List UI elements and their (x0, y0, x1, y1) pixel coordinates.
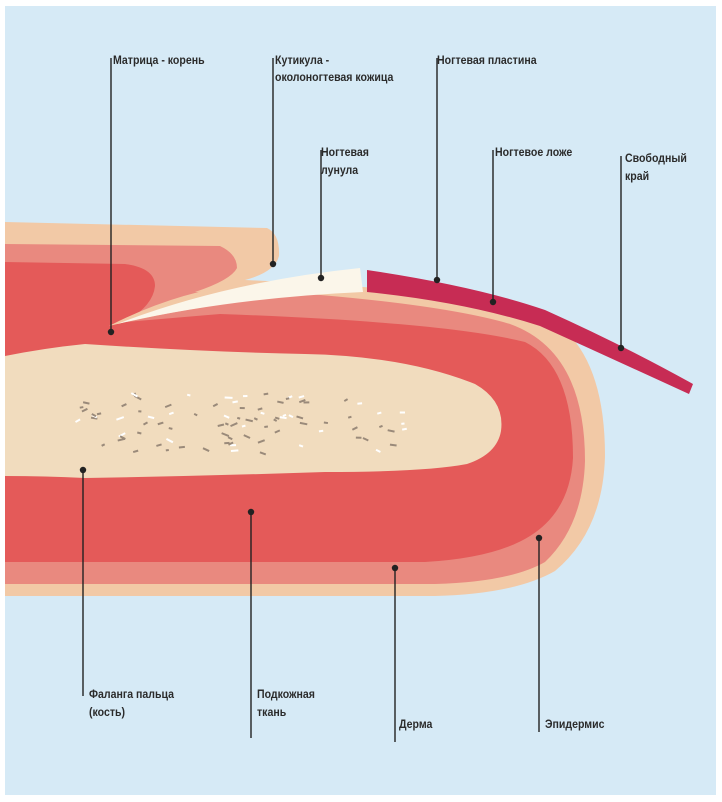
bone-texture-mark (240, 407, 245, 409)
label-free-edge-line2: край (625, 168, 649, 184)
nail-anatomy-diagram (5, 6, 716, 795)
label-phalanx-line1: Фаланга пальца (89, 686, 174, 702)
bone-texture-mark (225, 397, 233, 399)
label-nail-bed: Ногтевое ложе (495, 144, 572, 160)
diagram-frame: Матрица - корень Кутикула - околоногтева… (5, 6, 716, 795)
leader-epidermis-dot (536, 535, 542, 541)
label-subcutaneous-line1: Подкожная (257, 686, 315, 702)
leader-nail-bed-dot (490, 299, 496, 305)
label-phalanx-line2: (кость) (89, 704, 125, 720)
bone-texture-mark (401, 423, 404, 425)
label-subcutaneous-line2: ткань (257, 704, 286, 720)
label-free-edge-line1: Свободный (625, 150, 687, 166)
label-lunula-line2: лунула (321, 162, 358, 178)
bone-texture-mark (356, 437, 362, 439)
leader-subcutaneous-dot (248, 509, 254, 515)
label-matrix: Матрица - корень (113, 52, 205, 68)
label-dermis: Дерма (399, 716, 432, 732)
leader-phalanx-dot (80, 467, 86, 473)
bone-texture-mark (357, 402, 362, 404)
label-nail-plate: Ногтевая пластина (437, 52, 537, 68)
leader-cuticle-dot (270, 261, 276, 267)
leader-matrix-dot (108, 329, 114, 335)
label-cuticle-line2: околоногтевая кожица (275, 69, 393, 85)
label-epidermis: Эпидермис (545, 716, 604, 732)
leader-free-edge-dot (618, 345, 624, 351)
leader-nail-plate-dot (434, 277, 440, 283)
leader-dermis-dot (392, 565, 398, 571)
bone-texture-mark (243, 395, 247, 397)
label-lunula-line1: Ногтевая (321, 144, 369, 160)
bone-texture-mark (304, 401, 310, 403)
bone-texture-mark (138, 410, 141, 412)
bone-texture-mark (166, 449, 169, 451)
bone-texture-mark (400, 412, 405, 414)
leader-lunula-dot (318, 275, 324, 281)
label-cuticle-line1: Кутикула - (275, 52, 329, 68)
